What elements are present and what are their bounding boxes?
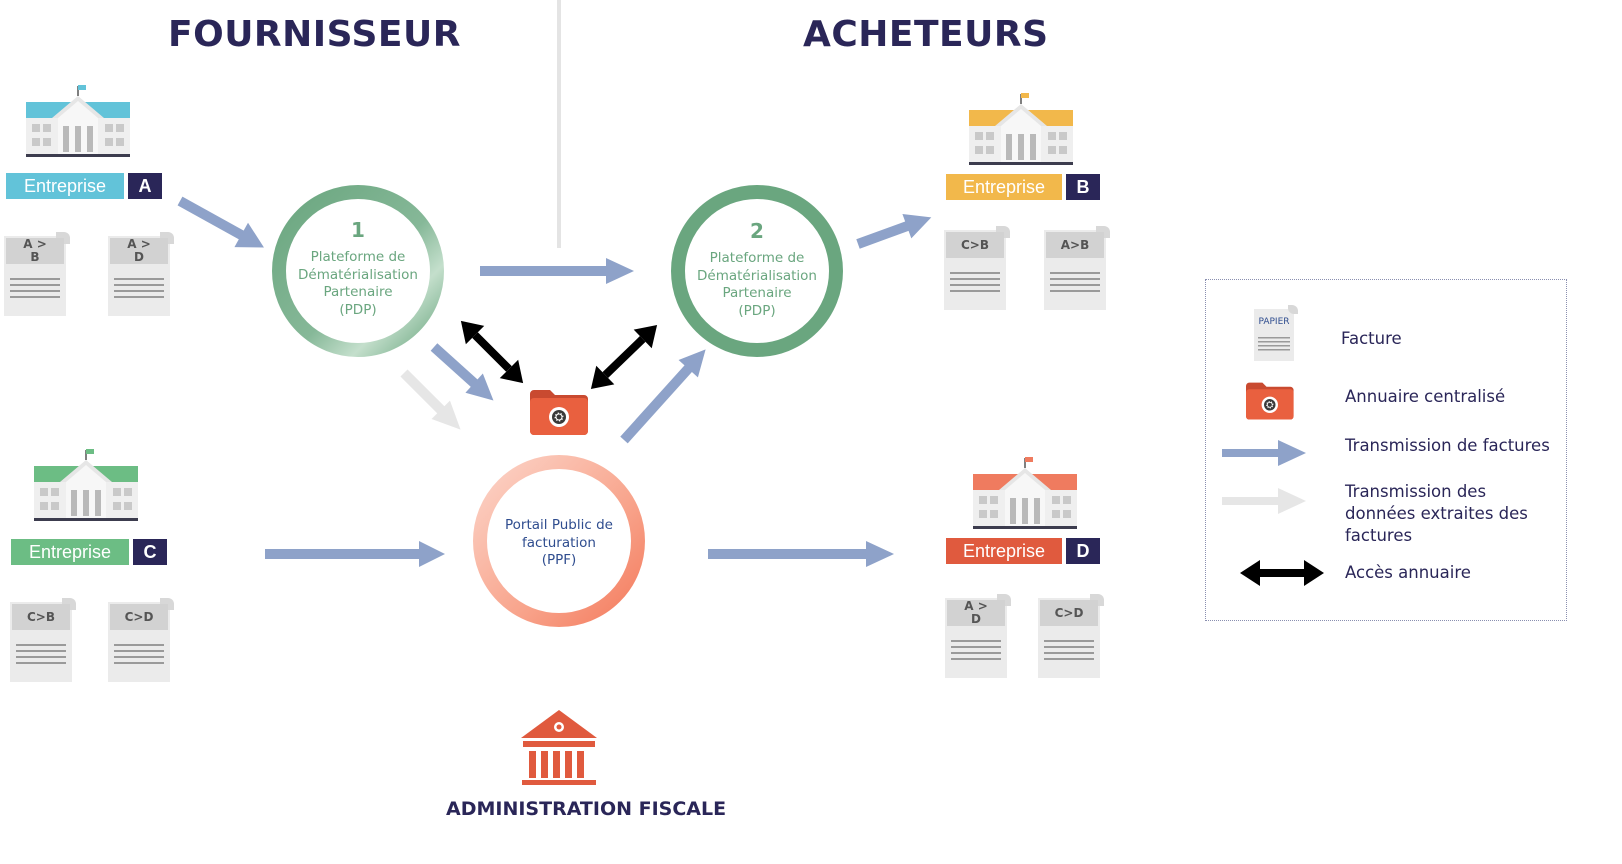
pdp-2-ring bbox=[671, 185, 843, 357]
company-letter-a: A bbox=[128, 173, 162, 199]
company-letter-b: B bbox=[1066, 174, 1100, 200]
legend-invoice-label: Facture bbox=[1341, 329, 1402, 348]
invoice-icon: C>D bbox=[1038, 594, 1104, 678]
tax-administration-title: ADMINISTRATION FISCALE bbox=[446, 798, 727, 820]
legend-double-arrow-icon bbox=[1240, 560, 1324, 586]
building-icon-a bbox=[25, 84, 131, 158]
supplier-title: FOURNISSEUR bbox=[168, 14, 461, 55]
company-name-b: Entreprise bbox=[946, 174, 1062, 200]
company-name-d: Entreprise bbox=[946, 538, 1062, 564]
company-name-a: Entreprise bbox=[6, 173, 124, 199]
legend-directory-label: Annuaire centralisé bbox=[1345, 387, 1506, 406]
legend-paper-word: PAPIER bbox=[1258, 317, 1290, 327]
arrow-pdp1-to-pdp2 bbox=[480, 258, 634, 284]
company-label-a: Entreprise A bbox=[6, 173, 162, 199]
company-letter-d: D bbox=[1066, 538, 1100, 564]
invoice-code: A > B bbox=[23, 237, 47, 264]
folder-gear-icon bbox=[529, 389, 589, 436]
data-arrow-pdp1-to-ppf bbox=[400, 369, 461, 430]
tax-administration-icon bbox=[521, 710, 597, 785]
arrow-c-to-ppf bbox=[265, 541, 445, 567]
legend bbox=[1205, 279, 1567, 621]
invoice-code: C>B bbox=[960, 238, 989, 252]
company-name-c: Entreprise bbox=[11, 539, 129, 565]
pdp-1-label: Plateforme de Dématérialisation Partenai… bbox=[298, 249, 418, 318]
invoice-icon: A>B bbox=[1044, 226, 1110, 310]
invoice-code: C>D bbox=[1054, 606, 1084, 620]
invoice-icon: C>B bbox=[10, 598, 76, 682]
legend-invoice-icon: PAPIER bbox=[1254, 305, 1298, 361]
invoice-icon: C>B bbox=[944, 226, 1010, 310]
invoice-code: A > D bbox=[127, 237, 151, 264]
company-letter-c: C bbox=[133, 539, 167, 565]
arrow-ppf-to-pdp2 bbox=[620, 349, 706, 444]
ppf-ring bbox=[473, 455, 645, 627]
pdp-1-ring bbox=[272, 185, 444, 357]
building-icon-c bbox=[33, 448, 139, 522]
legend-transmission-label: Transmission de factures bbox=[1345, 436, 1550, 455]
invoice-icon: A > D bbox=[108, 232, 174, 316]
invoice-code: A > D bbox=[964, 599, 988, 626]
buyers-title: ACHETEURS bbox=[803, 14, 1049, 55]
company-label-b: Entreprise B bbox=[946, 174, 1100, 200]
company-label-d: Entreprise D bbox=[946, 538, 1100, 564]
building-icon-d bbox=[972, 456, 1078, 530]
double-arrow-pdp1-directory bbox=[460, 320, 524, 384]
legend-data-transmission-label: Transmission des données extraites des f… bbox=[1345, 482, 1528, 545]
building-icon-b bbox=[968, 92, 1074, 166]
section-divider bbox=[557, 0, 561, 248]
arrow-ppf-to-d bbox=[708, 541, 894, 567]
legend-directory-access-label: Accès annuaire bbox=[1345, 563, 1471, 582]
arrow-a-to-pdp1 bbox=[177, 196, 264, 248]
pdp-2-number: 2 bbox=[750, 219, 764, 243]
legend-data-arrow-icon bbox=[1222, 488, 1306, 514]
invoice-code: C>B bbox=[26, 610, 55, 624]
invoice-icon: C>D bbox=[108, 598, 174, 682]
double-arrow-directory-pdp2 bbox=[590, 325, 658, 389]
invoice-code: C>D bbox=[124, 610, 154, 624]
invoice-icon: A > D bbox=[945, 594, 1011, 678]
pdp-1-number: 1 bbox=[351, 218, 365, 242]
invoice-code: A>B bbox=[1060, 238, 1090, 252]
arrow-pdp1-to-ppf bbox=[430, 343, 494, 401]
pdp-2-label: Plateforme de Dématérialisation Partenai… bbox=[697, 250, 817, 319]
legend-transmission-arrow-icon bbox=[1222, 440, 1306, 466]
ppf-label: Portail Public de facturation (PPF) bbox=[505, 517, 613, 568]
invoice-icon: A > B bbox=[4, 232, 70, 316]
arrow-pdp2-to-b bbox=[856, 213, 932, 249]
company-label-c: Entreprise C bbox=[11, 539, 167, 565]
